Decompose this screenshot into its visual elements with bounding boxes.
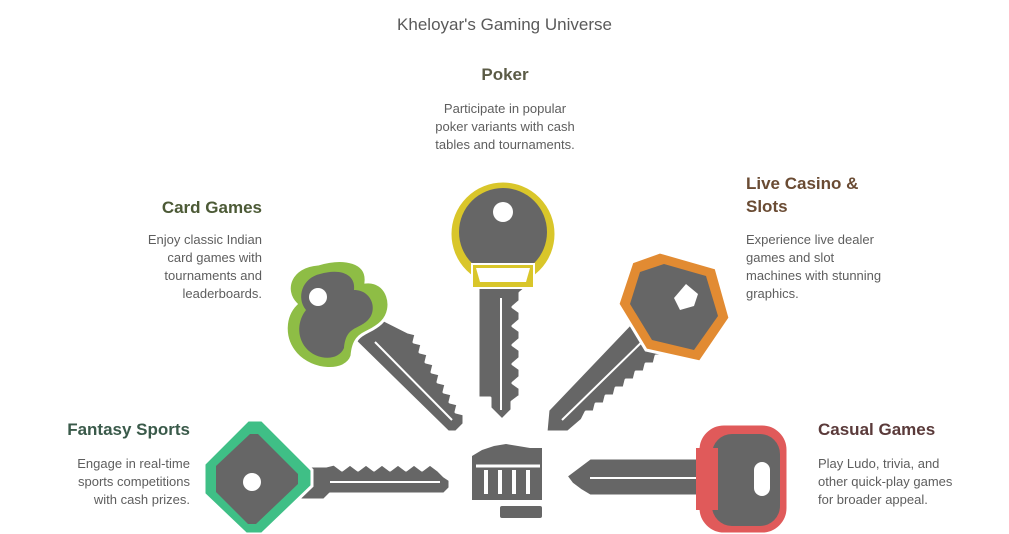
- casual-games-desc-line: other quick-play games: [818, 474, 953, 489]
- poker-description: Participate in popular poker variants wi…: [395, 100, 615, 154]
- live-casino-desc-line: graphics.: [746, 286, 799, 301]
- card-games-desc-line: Enjoy classic Indian: [147, 232, 262, 247]
- card-games-desc-line: card games with: [167, 250, 262, 265]
- poker-desc-line: tables and tournaments.: [435, 137, 575, 152]
- diagram-title: Kheloyar's Gaming Universe: [397, 15, 612, 34]
- live-casino-heading-line: Slots: [746, 197, 788, 216]
- fantasy-sports-description: Engage in real-time sports competitions …: [0, 455, 190, 509]
- fantasy-sports-key-icon: [202, 418, 452, 534]
- live-casino-heading-line: Live Casino &: [746, 174, 859, 193]
- live-casino-desc-line: Experience live dealer: [746, 232, 874, 247]
- fist-icon: [472, 444, 542, 518]
- card-games-description: Enjoy classic Indian card games with tou…: [62, 231, 262, 303]
- fantasy-sports-desc-line: with cash prizes.: [93, 492, 190, 507]
- poker-heading: Poker: [481, 65, 529, 84]
- poker-desc-line: Participate in popular: [443, 101, 567, 116]
- live-casino-desc-line: games and slot: [746, 250, 835, 265]
- casual-games-description: Play Ludo, trivia, and other quick-play …: [818, 455, 1008, 509]
- live-casino-heading: Live Casino & Slots: [746, 172, 946, 218]
- fantasy-sports-heading: Fantasy Sports: [67, 420, 190, 439]
- card-games-heading: Card Games: [161, 198, 262, 217]
- fantasy-sports-desc-line: Engage in real-time: [77, 456, 190, 471]
- casual-games-desc-line: Play Ludo, trivia, and: [818, 456, 940, 471]
- card-games-desc-line: leaderboards.: [182, 286, 263, 301]
- fantasy-sports-desc-line: sports competitions: [78, 474, 190, 489]
- live-casino-key-icon: [544, 250, 732, 434]
- card-games-desc-line: tournaments and: [164, 268, 262, 283]
- casual-games-desc-line: for broader appeal.: [818, 492, 928, 507]
- card-games-key-icon: [284, 259, 466, 434]
- live-casino-description: Experience live dealer games and slot ma…: [746, 231, 966, 303]
- poker-desc-line: poker variants with cash: [435, 119, 575, 134]
- live-casino-desc-line: machines with stunning: [746, 268, 882, 283]
- poker-key-icon: [448, 179, 558, 422]
- casual-games-heading: Casual Games: [818, 420, 936, 439]
- casual-games-key-icon: [564, 422, 790, 534]
